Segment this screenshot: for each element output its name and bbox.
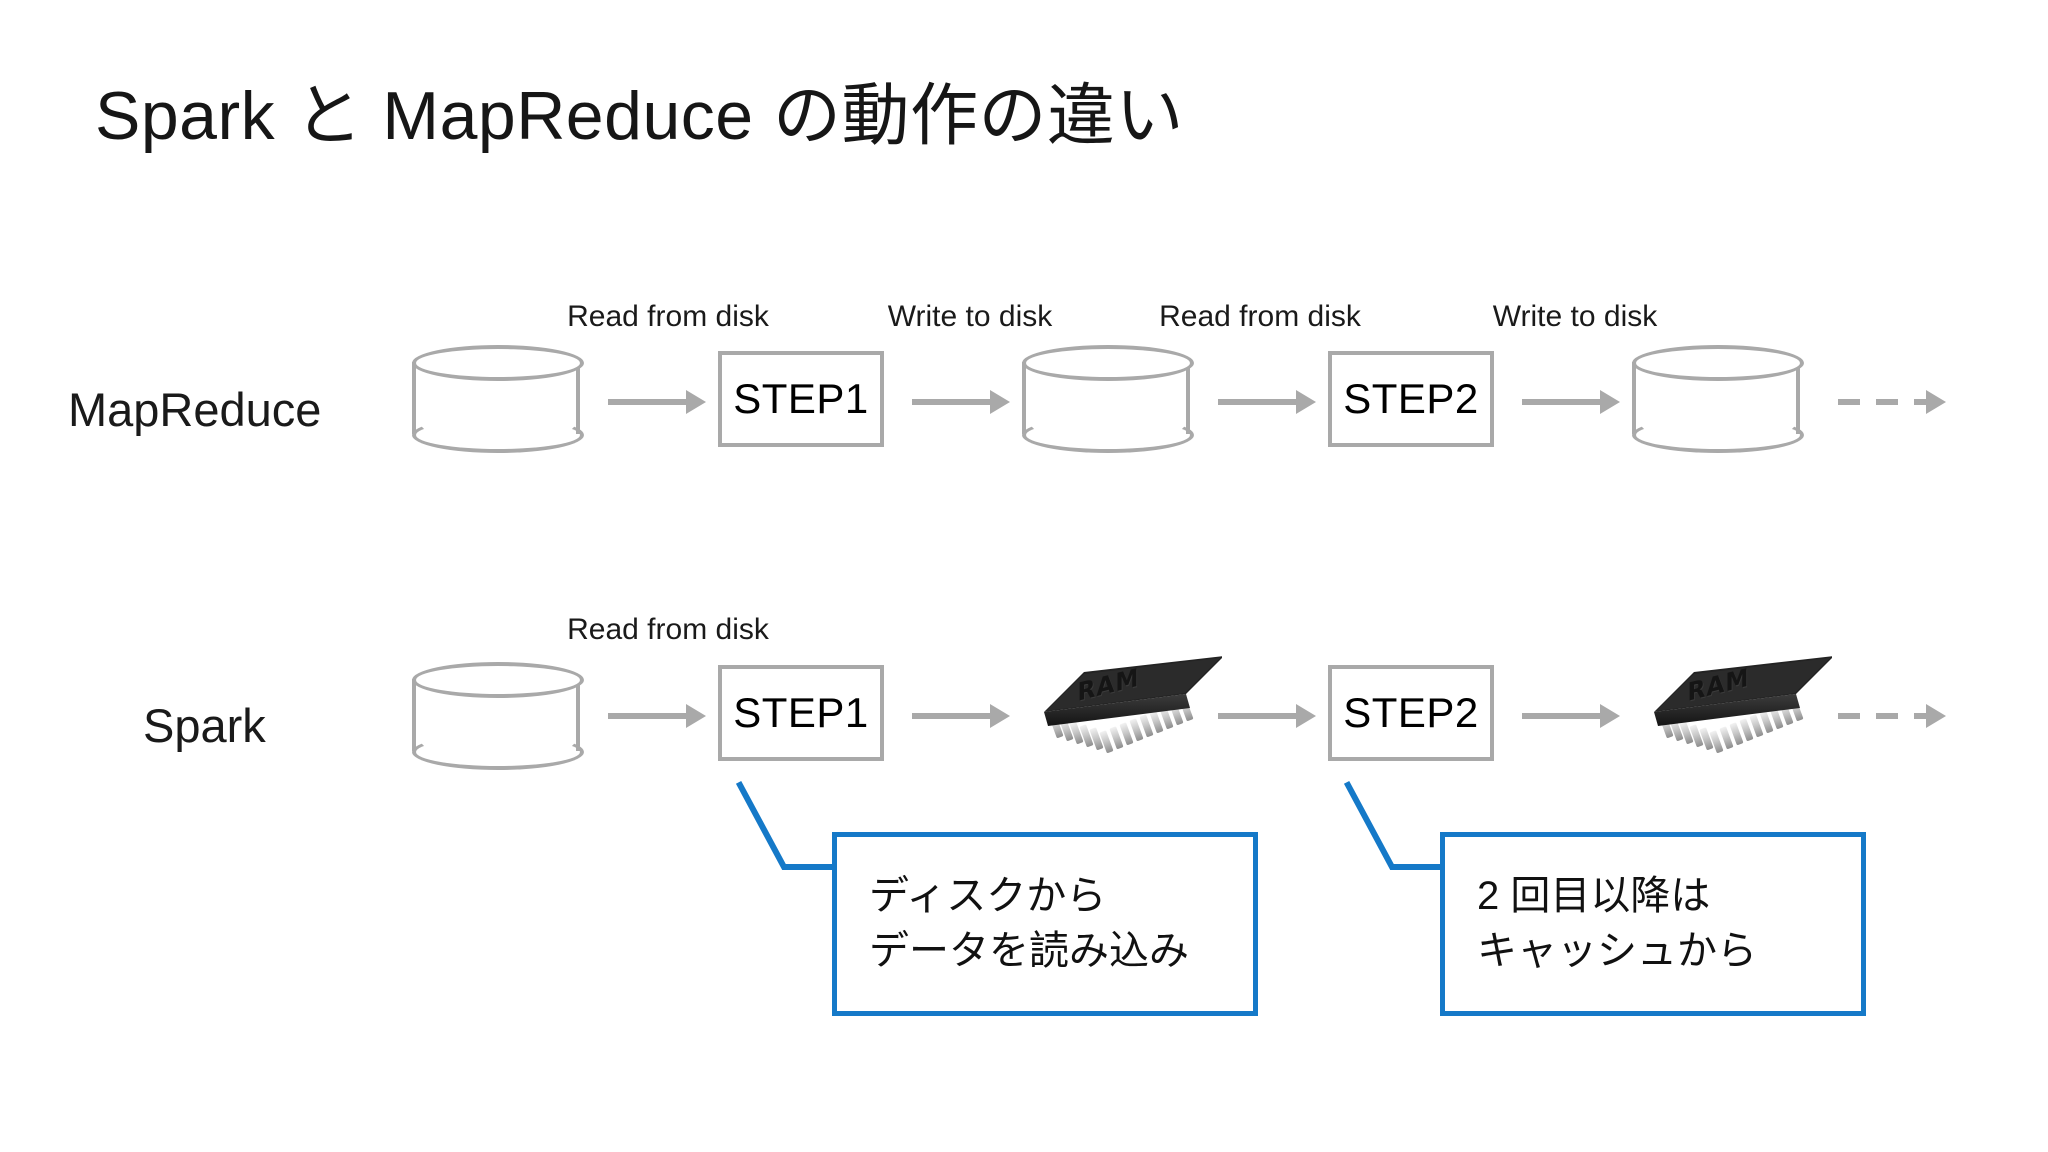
callout-leader-line-2 — [1338, 775, 1458, 885]
arrow-mr-4 — [1522, 390, 1620, 414]
arrow-mr-1 — [608, 390, 706, 414]
arrow-spark-4 — [1522, 704, 1620, 728]
step-box-spark-step1: STEP1 — [718, 665, 884, 761]
cylinder-top-ellipse — [1632, 345, 1804, 381]
step-box-spark-step2: STEP2 — [1328, 665, 1494, 761]
arrow-spark-3 — [1218, 704, 1316, 728]
disk-cylinder-spark-1 — [412, 662, 584, 770]
callout-text-1: ディスクから データを読み込み — [869, 873, 1189, 973]
callout-leader-line-1 — [730, 775, 850, 885]
cylinder-top-ellipse — [1022, 345, 1194, 381]
callout-box-2: 2 回目以降は キャッシュから — [1440, 832, 1866, 1016]
callout-text-2: 2 回目以降は キャッシュから — [1477, 873, 1757, 973]
cylinder-bottom-ellipse — [412, 417, 584, 453]
cylinder-body — [1022, 362, 1190, 434]
cylinder-bottom-ellipse — [1632, 417, 1804, 453]
disk-cylinder-mr-3 — [1632, 345, 1804, 453]
cylinder-bottom-ellipse — [1022, 417, 1194, 453]
arrow-spark-2 — [912, 704, 1010, 728]
caption-mr-1: Read from disk — [567, 300, 769, 333]
arrow-mr-3 — [1218, 390, 1316, 414]
caption-mr-4: Write to disk — [1492, 300, 1658, 333]
cylinder-bottom-ellipse — [412, 734, 584, 770]
cylinder-body — [412, 679, 580, 751]
arrow-mr-2 — [912, 390, 1010, 414]
cylinder-top-ellipse — [412, 662, 584, 698]
caption-mr-3: Read from disk — [1159, 300, 1361, 333]
callout-box-1: ディスクから データを読み込み — [832, 832, 1258, 1016]
page-title: Spark と MapReduce の動作の違い — [95, 78, 1184, 154]
step-box-mr-step1: STEP1 — [718, 351, 884, 447]
dashed-arrow-spark — [1838, 704, 1950, 728]
caption-mr-2: Write to disk — [887, 300, 1053, 333]
dashed-arrow-mr — [1838, 390, 1950, 414]
row-label-spark: Spark — [143, 699, 266, 752]
ram-chip-icon-2: RAM RAM — [1632, 656, 1832, 766]
disk-cylinder-mr-1 — [412, 345, 584, 453]
caption-spark-1: Read from disk — [567, 613, 769, 646]
step-box-mr-step2: STEP2 — [1328, 351, 1494, 447]
row-label-mapreduce: MapReduce — [68, 383, 322, 436]
arrow-spark-1 — [608, 704, 706, 728]
cylinder-top-ellipse — [412, 345, 584, 381]
cylinder-body — [412, 362, 580, 434]
disk-cylinder-mr-2 — [1022, 345, 1194, 453]
cylinder-body — [1632, 362, 1800, 434]
ram-chip-icon-1: RAM RAM — [1022, 656, 1222, 766]
